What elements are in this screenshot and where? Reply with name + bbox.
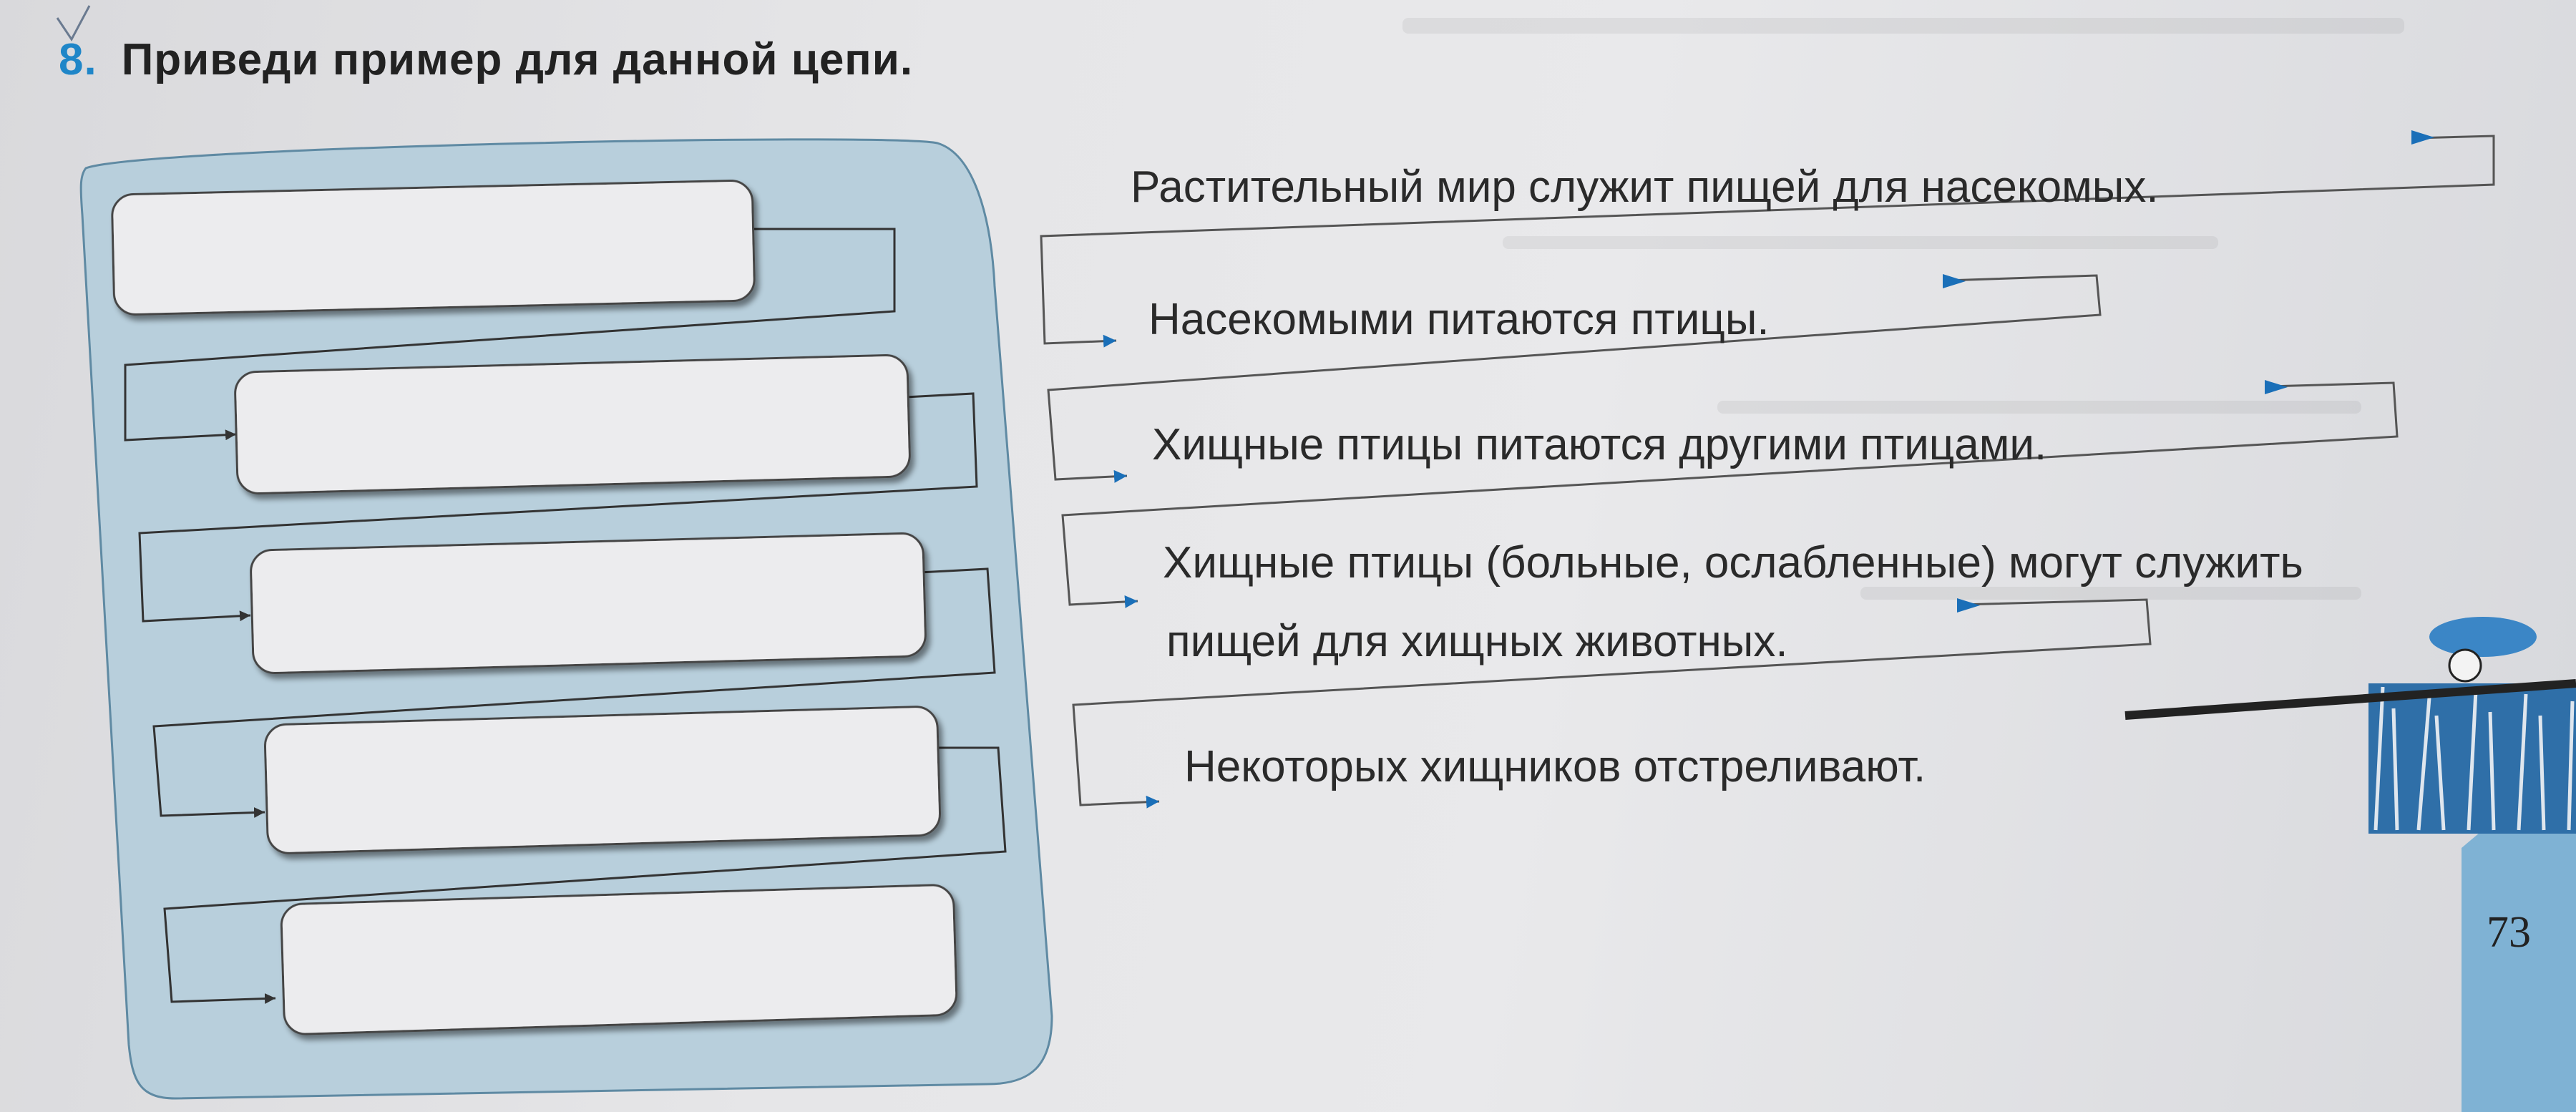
- hunter-illustration: [2124, 617, 2576, 834]
- task-number: 8.: [59, 35, 97, 84]
- chain-connectors: [124, 228, 1007, 1005]
- hunter-hat: [2429, 617, 2537, 657]
- connector-2: [138, 392, 978, 623]
- statement-connectors: [1040, 135, 2495, 809]
- statement-connector-1: [1040, 135, 2495, 348]
- answer-box-2[interactable]: [234, 354, 911, 494]
- arrow-icon: [2411, 130, 2434, 145]
- show-through-text: [1402, 18, 2404, 600]
- connector-4: [163, 746, 1007, 1005]
- task-text: Приведи пример для данной цепи.: [121, 35, 914, 84]
- task-title: 8. Приведи пример для данной цепи.: [59, 34, 913, 85]
- statement-5: Некоторых хищников отстреливают.: [1184, 742, 1926, 791]
- answer-box-3[interactable]: [250, 532, 927, 674]
- statement-1: Растительный мир служит пищей для насеко…: [1131, 162, 2159, 212]
- page-corner-tab: [2462, 751, 2576, 1112]
- answer-box-5[interactable]: [280, 884, 958, 1035]
- checkmark-icon: [56, 5, 91, 42]
- statement-2: Насекомыми питаются птицы.: [1148, 295, 1770, 344]
- arrow-icon: [2265, 380, 2288, 394]
- page-number: 73: [2487, 908, 2531, 957]
- connector-3: [152, 567, 996, 819]
- statement-connector-2: [1047, 274, 2102, 483]
- connector-1: [124, 228, 896, 442]
- statement-4-line-2: пищей для хищных животных.: [1166, 617, 1788, 666]
- answer-boxes: [111, 180, 958, 1035]
- arrow-icon: [1943, 274, 1966, 288]
- statement-connector-3: [1061, 381, 2399, 608]
- statement-3: Хищные птицы питаются другими птицами.: [1152, 420, 2047, 469]
- answer-box-4[interactable]: [263, 706, 942, 854]
- rifle: [2124, 679, 2576, 720]
- statement-connector-4: [1072, 598, 2152, 809]
- blue-arrowheads: [1943, 130, 2434, 613]
- answer-box-1[interactable]: [111, 180, 756, 316]
- statement-4-line-1: Хищные птицы (больные, ослабленные) могу…: [1163, 538, 2303, 587]
- reeds: [2373, 686, 2575, 831]
- arrow-icon: [1957, 598, 1980, 613]
- hunter-head: [2448, 648, 2482, 683]
